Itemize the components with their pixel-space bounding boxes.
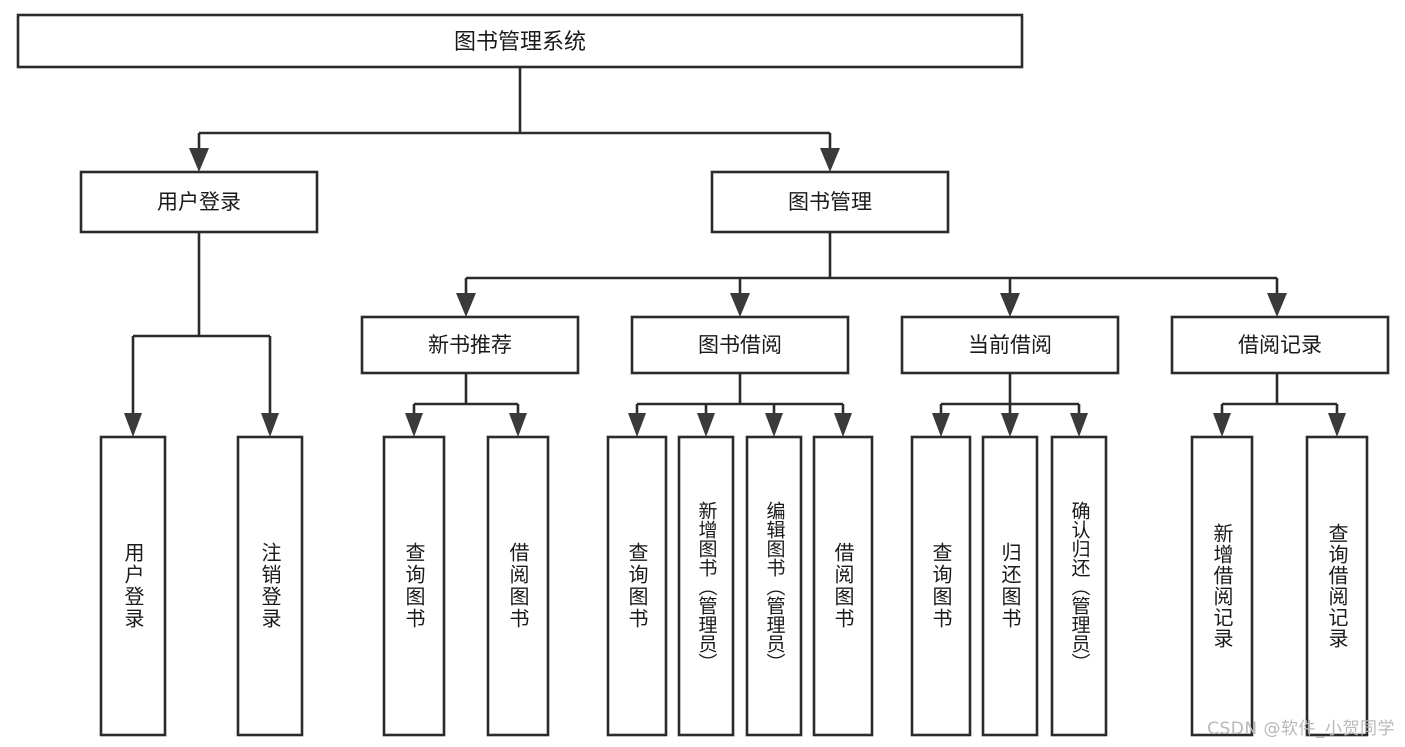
node-box-borrow-record[interactable] bbox=[1170, 315, 1390, 375]
node-box-leaf-borrow-book-1[interactable] bbox=[486, 435, 550, 737]
node-label-current-borrow: 当前借阅 bbox=[968, 333, 1052, 357]
node-label-book-borrow: 图书借阅 bbox=[698, 333, 782, 357]
arrowhead-leaf-query-book-1 bbox=[405, 413, 423, 437]
node-box-leaf-query-book-3[interactable] bbox=[910, 435, 972, 737]
arrowhead-book-borrow bbox=[730, 293, 750, 317]
arrowhead-leaf-add-book bbox=[697, 413, 715, 437]
arrowhead-leaf-return-book bbox=[1001, 413, 1019, 437]
node-box-current-borrow[interactable] bbox=[900, 315, 1120, 375]
node-box-leaf-query-record[interactable] bbox=[1305, 435, 1369, 737]
node-box-leaf-query-book-1[interactable] bbox=[382, 435, 446, 737]
node-layer: 图书管理系统 用户登录 图书管理 新书推荐 图书借阅 当前借阅 借阅记录 bbox=[16, 13, 1390, 737]
arrowhead-borrow-record bbox=[1267, 293, 1287, 317]
arrowhead-new-book-recommend bbox=[456, 293, 476, 317]
node-box-book-manage[interactable] bbox=[710, 170, 950, 234]
arrowhead-leaf-confirm-return bbox=[1070, 413, 1088, 437]
arrowhead-book-manage bbox=[820, 148, 840, 172]
node-box-leaf-confirm-return[interactable] bbox=[1050, 435, 1108, 737]
arrowhead-layer bbox=[124, 148, 1346, 437]
watermark-text: CSDN @软件_小贺同学 bbox=[1207, 719, 1395, 739]
node-box-leaf-user-logout[interactable] bbox=[236, 435, 304, 737]
node-label-new-book-recommend: 新书推荐 bbox=[428, 333, 512, 357]
node-box-new-book-recommend[interactable] bbox=[360, 315, 580, 375]
arrowhead-leaf-borrow-book-1 bbox=[509, 413, 527, 437]
node-box-leaf-add-book[interactable] bbox=[677, 435, 735, 737]
node-label-root: 图书管理系统 bbox=[454, 30, 586, 55]
arrowhead-leaf-user-login bbox=[124, 413, 142, 437]
node-box-book-borrow[interactable] bbox=[630, 315, 850, 375]
node-box-leaf-add-record[interactable] bbox=[1190, 435, 1254, 737]
arrowhead-leaf-query-book-2 bbox=[628, 413, 646, 437]
node-label-book-manage: 图书管理 bbox=[788, 190, 872, 214]
node-box-leaf-query-book-2[interactable] bbox=[606, 435, 668, 737]
node-box-leaf-edit-book[interactable] bbox=[745, 435, 803, 737]
arrowhead-leaf-borrow-book-2 bbox=[834, 413, 852, 437]
node-box-leaf-borrow-book-2[interactable] bbox=[812, 435, 874, 737]
arrowhead-leaf-user-logout bbox=[261, 413, 279, 437]
arrowhead-leaf-query-book-3 bbox=[932, 413, 950, 437]
node-label-borrow-record: 借阅记录 bbox=[1238, 333, 1322, 357]
node-box-leaf-user-login[interactable] bbox=[99, 435, 167, 737]
node-box-root[interactable] bbox=[16, 13, 1024, 69]
node-label-user-login: 用户登录 bbox=[157, 190, 241, 214]
arrowhead-leaf-query-record bbox=[1328, 413, 1346, 437]
arrowhead-current-borrow bbox=[1000, 293, 1020, 317]
node-box-leaf-return-book[interactable] bbox=[981, 435, 1039, 737]
arrowhead-leaf-edit-book bbox=[765, 413, 783, 437]
node-box-user-login[interactable] bbox=[79, 170, 319, 234]
arrowhead-user-login bbox=[189, 148, 209, 172]
arrowhead-leaf-add-record bbox=[1213, 413, 1231, 437]
